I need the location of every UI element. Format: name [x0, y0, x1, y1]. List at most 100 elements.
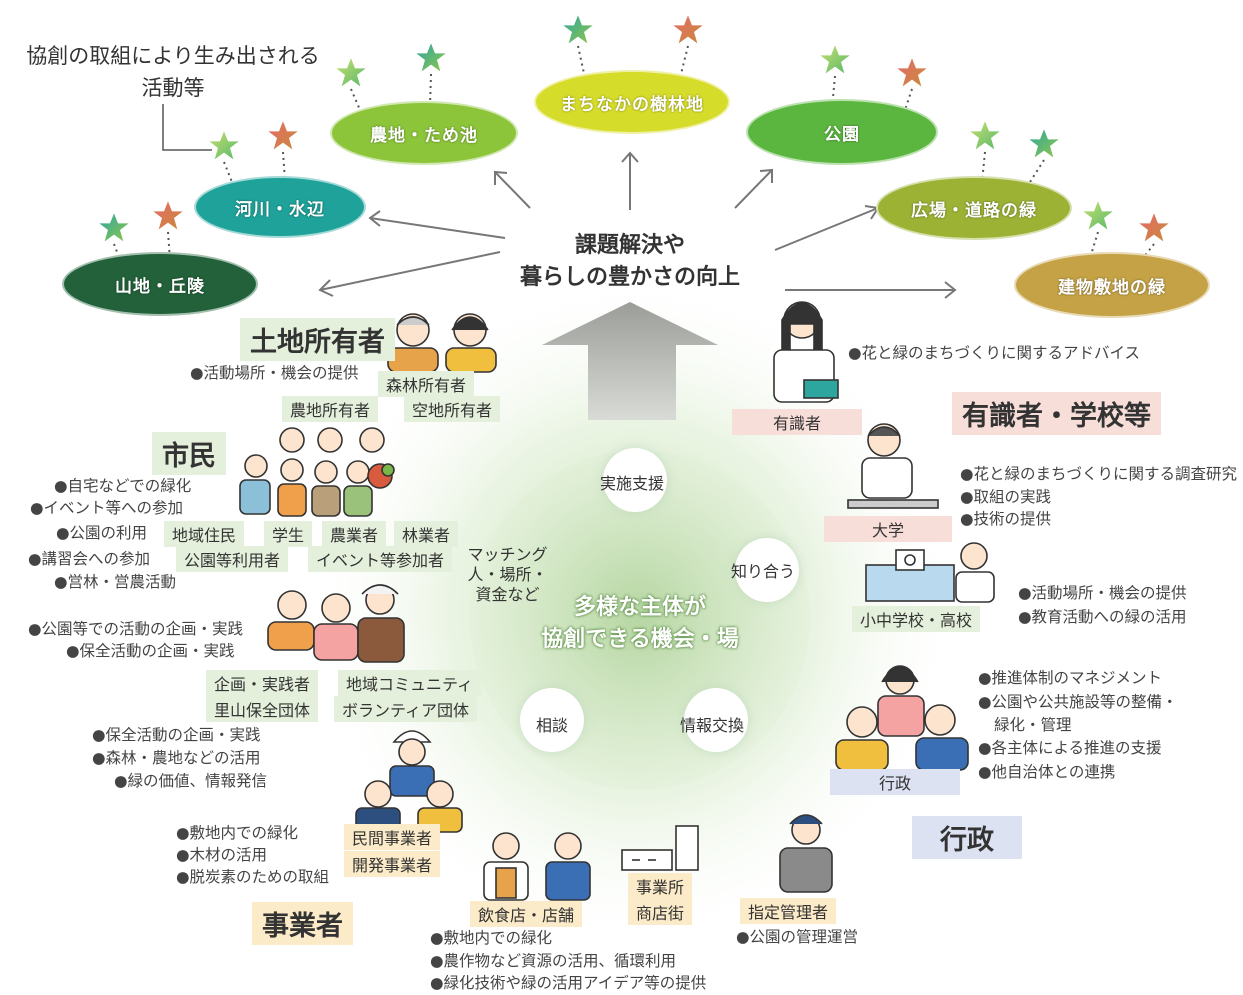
- citizen-bullet: ●イベント等への参加: [30, 499, 184, 517]
- tag-student: 学生: [264, 521, 313, 547]
- tag-satoyama: 里山保全団体: [206, 696, 319, 722]
- cycle-consult: 相談: [536, 716, 569, 735]
- tag-farmer: 農業者: [322, 521, 387, 547]
- outcome-label: 建物敷地の緑: [1058, 277, 1166, 298]
- citizen-bullet: ●公園の利用: [56, 524, 148, 542]
- school-bullet: ●活動場所・機会の提供: [1018, 584, 1187, 602]
- citizen-bullet: ●講習会への参加: [28, 550, 151, 568]
- tag-event-participant: イベント等参加者: [308, 546, 453, 572]
- tag-resident: 地域住民: [164, 521, 245, 547]
- tag-park-user: 公園等利用者: [176, 546, 289, 572]
- gov-bullet: 緑化・管理: [994, 716, 1072, 734]
- group-bullet: ●森林・農地などの活用: [92, 749, 261, 767]
- outcome-park: 公園: [746, 99, 938, 165]
- gov-bullet: ●推進体制のマネジメント: [978, 669, 1163, 687]
- group-bullet: ●保全活動の企画・実践: [66, 642, 235, 660]
- gov-bullet: ●他自治体との連携: [978, 763, 1116, 781]
- citizen-bullet: ●営林・営農活動: [54, 573, 177, 591]
- tag-forest-owner: 森林所有者: [378, 371, 475, 397]
- group-people-icon: [267, 584, 405, 663]
- cycle-support: 実施支援: [600, 474, 665, 493]
- outcome-building-site: 建物敷地の緑: [1014, 252, 1210, 318]
- outcome-mountain: 山地・丘陵: [62, 252, 258, 316]
- school-icon: [865, 542, 995, 603]
- tag-community: 地域コミュニティ: [338, 670, 482, 696]
- outcome-label: まちなかの樹林地: [560, 94, 704, 115]
- cycle-know: 知り合う: [731, 562, 796, 581]
- univ-bullet: ●花と緑のまちづくりに関する調査研究: [960, 465, 1238, 483]
- manager-people-icon: [779, 814, 833, 893]
- matching-line: マッチング: [467, 545, 548, 564]
- center-line1: 多様な主体が: [573, 595, 706, 620]
- citizen-title: 市民: [152, 432, 226, 475]
- node-info: [684, 688, 748, 752]
- gov-bullet: ●公園や公共施設等の整備・: [978, 693, 1178, 711]
- annotation-line1: 協創の取組により生み出される: [26, 44, 320, 68]
- citizen-bullet: ●自宅などでの緑化: [54, 477, 192, 495]
- shop-people-icon: [483, 832, 591, 901]
- tag-shopping-street: 商店街: [628, 899, 693, 925]
- group-bullet: ●保全活動の企画・実践: [92, 726, 261, 744]
- business-bullet: ●敷地内での緑化: [176, 824, 299, 842]
- goal-line2: 暮らしの豊かさの向上: [519, 265, 740, 290]
- outcome-urban-woodland: まちなかの樹林地: [534, 70, 730, 134]
- center-text: 多様な主体が 協創できる機会・場: [520, 592, 760, 656]
- goal-text: 課題解決や 暮らしの豊かさの向上: [490, 230, 770, 294]
- tag-shop: 飲食店・店舗: [470, 901, 583, 927]
- outcome-label: 広場・道路の緑: [911, 200, 1037, 221]
- worker-people-icon: [355, 730, 463, 833]
- tag-university: 大学: [824, 516, 952, 542]
- node-know: [735, 538, 799, 602]
- goal-line1: 課題解決や: [574, 233, 685, 258]
- government-people-icon: [835, 665, 969, 771]
- outcome-river: 河川・水辺: [194, 176, 366, 238]
- matching-line: 資金など: [475, 585, 540, 604]
- node-consult: [520, 688, 584, 752]
- experts-title: 有識者・学校等: [952, 392, 1161, 435]
- tag-forester: 林業者: [394, 521, 459, 547]
- business-bullet: ●農作物など資源の活用、循環利用: [430, 952, 677, 970]
- tag-farm-owner: 農地所有者: [282, 396, 379, 422]
- outcome-label: 河川・水辺: [235, 199, 325, 220]
- cycle-matching: マッチング 人・場所・ 資金など: [460, 545, 555, 605]
- tag-expert: 有識者: [732, 409, 862, 435]
- cycle-info: 情報交換: [680, 716, 745, 735]
- citizen-people-icon: [239, 427, 395, 517]
- expert-people-icon: [773, 301, 839, 403]
- tag-private-business: 民間事業者: [344, 824, 441, 850]
- business-bullet: ●緑化技術や緑の活用アイデア等の提供: [430, 974, 707, 992]
- business-bullet: ●脱炭素のための取組: [176, 868, 330, 886]
- annotation: 協創の取組により生み出される 活動等: [18, 40, 328, 104]
- landowner-title: 土地所有者: [240, 318, 395, 361]
- outcome-label: 農地・ため池: [370, 125, 478, 146]
- business-bullet: ●木材の活用: [176, 846, 268, 864]
- business-bullet: ●公園の管理運営: [736, 928, 859, 946]
- outcome-label: 公園: [824, 124, 860, 145]
- gov-title: 行政: [912, 816, 1022, 859]
- up-arrow-icon: [542, 302, 718, 420]
- tag-vacant-owner: 空地所有者: [404, 396, 501, 422]
- outcome-farmland: 農地・ため池: [330, 101, 518, 165]
- outcome-plaza-road: 広場・道路の緑: [876, 176, 1072, 240]
- group-bullet: ●公園等での活動の企画・実践: [28, 620, 244, 638]
- center-line2: 協創できる機会・場: [541, 627, 739, 652]
- gov-bullet: ●各主体による推進の支援: [978, 739, 1162, 757]
- univ-bullet: ●技術の提供: [960, 510, 1052, 528]
- tag-government: 行政: [830, 769, 960, 795]
- matching-line: 人・場所・: [467, 565, 548, 584]
- school-bullet: ●教育活動への緑の活用: [1018, 608, 1187, 626]
- tag-designated-manager: 指定管理者: [740, 898, 837, 924]
- tag-developer: 開発事業者: [344, 851, 441, 877]
- building-icon: [621, 825, 699, 871]
- professor-people-icon: [847, 423, 939, 509]
- group-bullet: ●緑の価値、情報発信: [114, 772, 268, 790]
- tag-school: 小中学校・高校: [852, 606, 981, 632]
- univ-bullet: ●取組の実践: [960, 488, 1052, 506]
- landowner-bullet: ●活動場所・機会の提供: [190, 364, 359, 382]
- business-title: 事業者: [252, 902, 353, 945]
- tag-volunteer: ボランティア団体: [334, 696, 478, 722]
- landowner-people-icon: [387, 313, 497, 373]
- tag-office: 事業所: [628, 873, 693, 899]
- business-bullet: ●敷地内での緑化: [430, 929, 553, 947]
